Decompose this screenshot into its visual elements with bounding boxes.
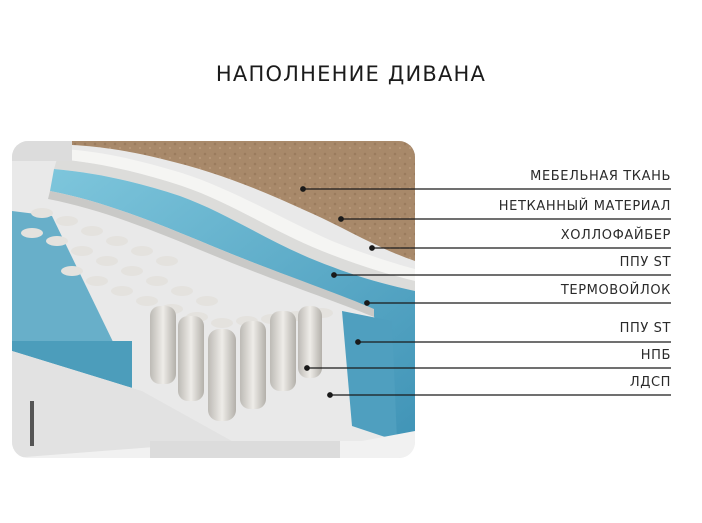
label-hollofiber: ХОЛЛОФАЙБЕР xyxy=(560,228,671,243)
leader-dot-foam-st-1 xyxy=(331,272,337,278)
leader-dot-foam-st-2 xyxy=(355,339,361,345)
label-furniture-fabric: МЕБЕЛЬНАЯ ТКАНЬ xyxy=(530,169,671,184)
leader-dot-springs xyxy=(304,365,310,371)
label-thermofelt: ТЕРМОВОЙЛОК xyxy=(560,283,671,298)
label-ldsp: ЛДСП xyxy=(629,375,671,390)
pocket-springs xyxy=(150,306,322,421)
leader-dot-ldsp xyxy=(327,392,333,398)
label-foam-st-2: ППУ ST xyxy=(619,321,671,336)
label-nonwoven: НЕТКАННЫЙ МАТЕРИАЛ xyxy=(498,199,671,214)
page-title: НАПОЛНЕНИЕ ДИВАНА xyxy=(215,62,487,86)
spring-unit-tops xyxy=(21,208,333,328)
leader-dot-nonwoven xyxy=(338,216,344,222)
label-springs: НПБ xyxy=(640,348,671,363)
leader-dot-hollofiber xyxy=(369,245,375,251)
sofa-cross-section-image xyxy=(12,141,415,458)
leader-dot-furniture-fabric xyxy=(300,186,306,192)
label-foam-st-1: ППУ ST xyxy=(619,255,671,270)
leader-dot-thermofelt xyxy=(364,300,370,306)
sofa-illustration xyxy=(12,141,415,458)
